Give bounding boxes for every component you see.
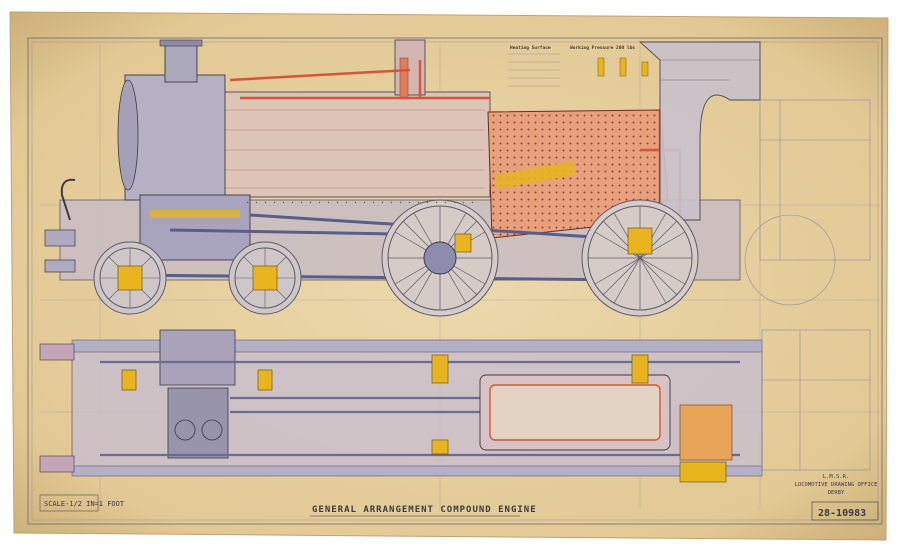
boiler-barrel <box>219 91 491 198</box>
plan-axleboxes <box>121 354 649 455</box>
side-elevation <box>44 39 871 317</box>
plan-buffers <box>39 343 75 473</box>
drawing-title: GENERAL ARRANGEMENT COMPOUND ENGINE <box>312 505 537 515</box>
title-block: L.M.S.R. LOCOMOTIVE DRAWING OFFICE DERBY <box>790 473 882 497</box>
wheels <box>93 199 699 317</box>
drawing-number-box <box>811 501 879 521</box>
office-location: DERBY <box>827 490 845 496</box>
smokebox <box>124 74 226 201</box>
cab-fittings <box>597 57 649 77</box>
company-name: L.M.S.R. <box>822 474 850 480</box>
plan-cylinder-block <box>159 329 236 386</box>
scale-label: SCALE-1/2 IN=1 FOOT <box>44 500 125 508</box>
plan-view <box>39 329 871 483</box>
drawing-number: 28-10983 <box>818 508 867 519</box>
bogie-wheel-front <box>93 241 167 315</box>
firebox-flap <box>494 161 576 189</box>
working-pressure-note: Working Pressure 200 lbs <box>570 46 636 51</box>
cylinder-block <box>139 194 251 261</box>
driving-wheel-rear <box>581 199 699 317</box>
office-name: LOCOMOTIVE DRAWING OFFICE <box>794 482 878 488</box>
drawing-border <box>27 37 883 525</box>
scale-box <box>39 494 99 512</box>
coupling-hook <box>60 178 76 221</box>
cab <box>638 41 761 221</box>
notes-block <box>508 53 560 87</box>
chimney <box>164 41 198 83</box>
driving-wheel-front <box>381 199 499 317</box>
bogie-wheel-rear <box>228 241 302 315</box>
plan-dragbox <box>679 404 733 461</box>
heating-surface-note: Heating Surface <box>510 46 551 51</box>
